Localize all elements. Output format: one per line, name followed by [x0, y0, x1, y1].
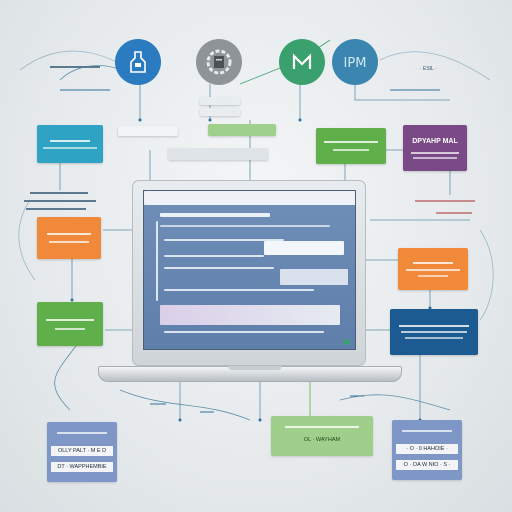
screen-line-5 — [164, 267, 274, 269]
orange-right-box — [398, 248, 468, 290]
gear-document-icon — [196, 39, 242, 85]
left-note-3 — [26, 208, 86, 210]
screen-highlight-bar — [160, 305, 340, 325]
teal-info-box — [37, 125, 103, 163]
green-left-box — [37, 302, 103, 346]
left-note-2 — [24, 200, 96, 202]
purple-box-title: DPYAHP MAL — [412, 137, 458, 145]
top-strip-4 — [208, 124, 276, 136]
screen-line-2 — [160, 225, 330, 227]
screen-line-3 — [164, 239, 284, 241]
screen-line-4 — [164, 255, 264, 257]
bottom-right-line2: O · OA W NIO · S · — [396, 460, 458, 470]
bottom-left-tile: OLLY PALT · M E D DT · WAPPHEMBIE — [47, 422, 117, 482]
bottom-right-tile: · O · 0 HAHOIE · O · OA W NIO · S · — [392, 420, 462, 480]
bottom-left-line1: OLLY PALT · M E D — [51, 446, 113, 456]
bottom-center-tile: OL · WAYHAM — [271, 416, 373, 456]
right-note-2 — [436, 212, 472, 214]
navy-right-box — [390, 309, 478, 355]
top-strip-3 — [118, 126, 178, 136]
text-logo-icon: IPM — [332, 39, 378, 85]
top-strip-1 — [200, 97, 240, 105]
screen-line-6 — [164, 289, 314, 291]
laptop-screen — [143, 190, 356, 350]
top-right-note: · ESIL · — [420, 66, 437, 72]
screen-input-field — [264, 241, 344, 255]
screen-sidebar-line — [156, 221, 158, 301]
screen-header-bar — [144, 191, 355, 205]
top-left-note — [50, 66, 100, 68]
m-logo-icon — [279, 39, 325, 85]
bottom-center-line2: OL · WAYHAM — [303, 437, 341, 443]
purple-title-box: DPYAHP MAL — [403, 125, 467, 171]
bottom-left-line2: DT · WAPPHEMBIE — [51, 462, 113, 472]
screen-line-1 — [160, 213, 270, 217]
left-note-1 — [30, 192, 88, 194]
right-note-1 — [415, 200, 475, 202]
screen-bottom-line — [164, 331, 324, 333]
green-right-box — [316, 128, 386, 164]
screen-button — [280, 269, 348, 285]
bottom-right-line1: · O · 0 HAHOIE · — [396, 444, 458, 454]
tag-icon — [115, 39, 161, 85]
orange-left-box — [37, 217, 101, 259]
svg-text:IPM: IPM — [344, 56, 367, 70]
top-strip-2 — [200, 108, 240, 116]
top-strip-5 — [168, 148, 268, 160]
laptop-notch — [228, 366, 282, 370]
screen-status-dot — [344, 339, 350, 345]
